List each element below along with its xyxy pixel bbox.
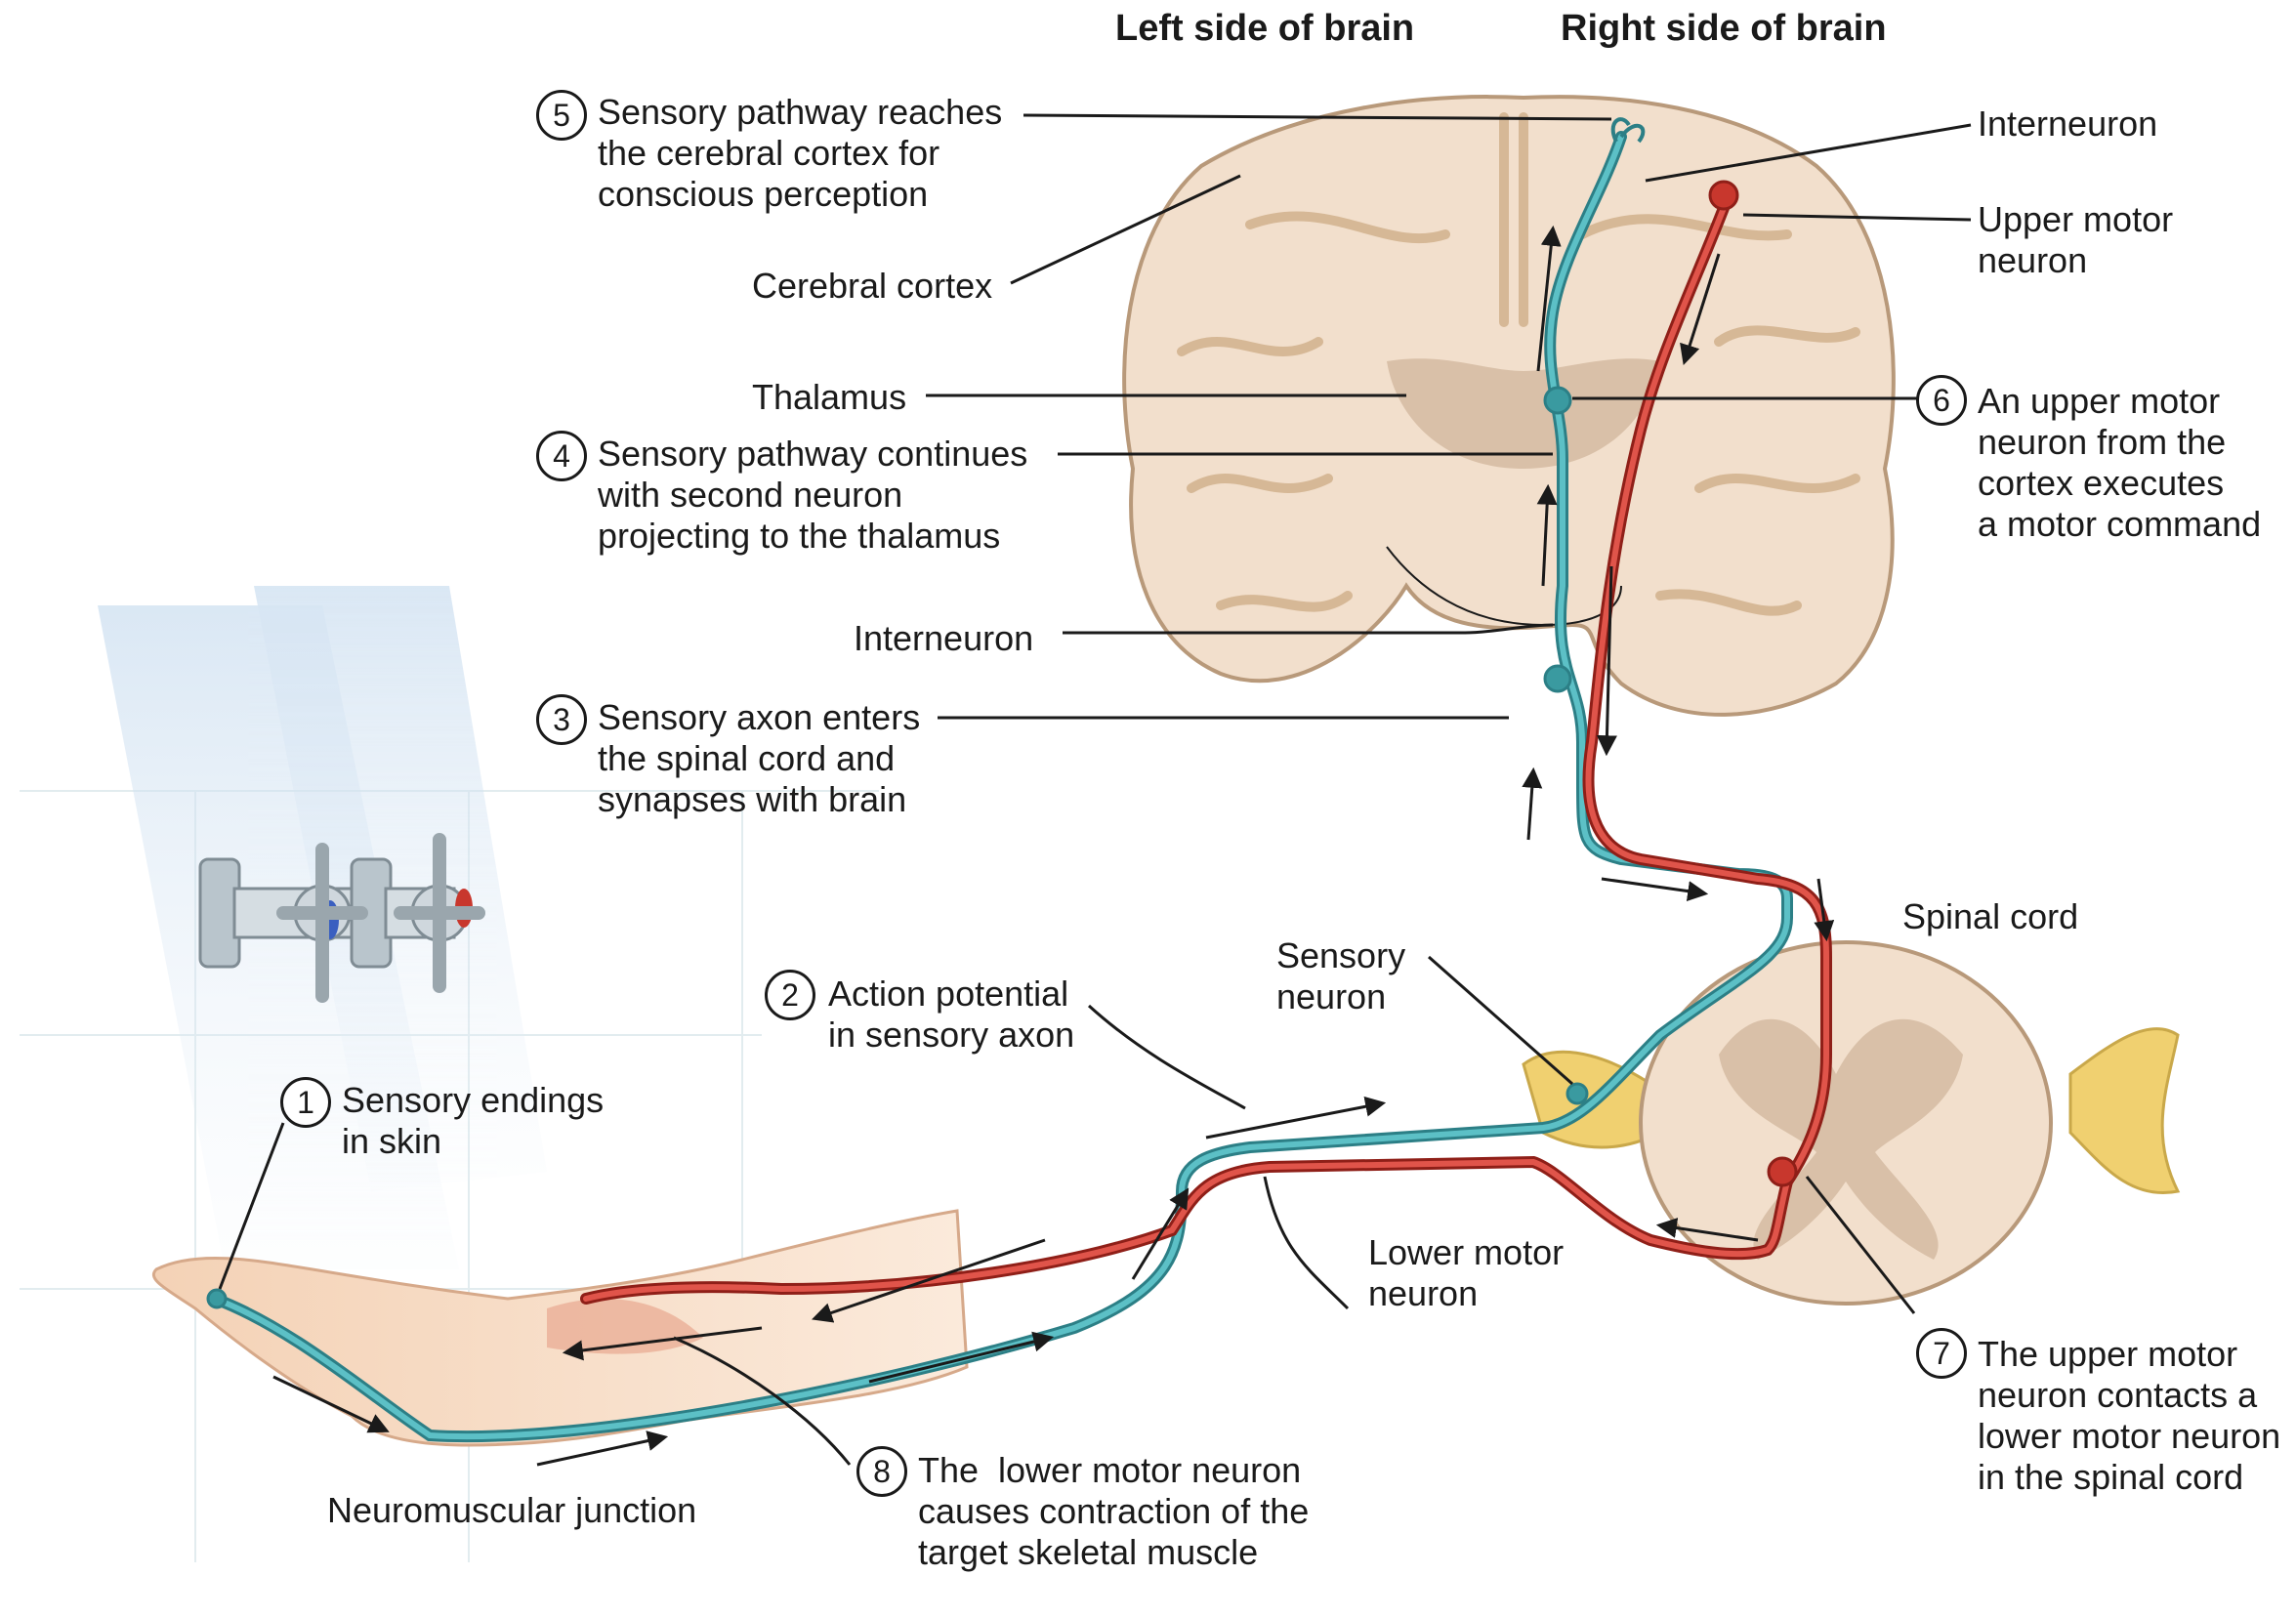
left-brain-heading: Left side of brain: [1115, 8, 1415, 49]
thalamus-label: Thalamus: [752, 377, 907, 417]
direction-arrows: [272, 225, 1835, 1467]
step-2-number: 2: [765, 970, 815, 1020]
step-7-label: The upper motor neuron contacts a lower …: [1978, 1334, 2281, 1497]
neuron-cell-bodies: [206, 117, 1798, 1309]
sensory-pathway: [209, 131, 1793, 1443]
spinal-cord-cross-section: [1522, 940, 2181, 1306]
interneuron-label-cortex: Interneuron: [1978, 104, 2158, 144]
motor-pathway: [580, 189, 1832, 1305]
spinal-cord-label: Spinal cord: [1902, 896, 2079, 936]
neuromuscular-junction-label: Neuromuscular junction: [327, 1490, 697, 1530]
step-8-number: 8: [856, 1446, 907, 1497]
sensory-neuron-body: [1565, 1082, 1589, 1105]
step-3-number: 3: [536, 694, 587, 745]
step-1-number: 1: [280, 1077, 331, 1128]
interneuron-label-brainstem: Interneuron: [854, 618, 1034, 658]
brainstem-neuron-body: [1543, 664, 1572, 693]
upper-motor-neuron-body: [1708, 180, 1739, 211]
step-5-label: Sensory pathway reaches the cerebral cor…: [598, 92, 1003, 214]
step-1-label: Sensory endings in skin: [342, 1080, 605, 1161]
step-3-label: Sensory axon enters the spinal cord and …: [598, 697, 921, 819]
faucet-illustration: [198, 833, 485, 1003]
right-brain-heading: Right side of brain: [1561, 8, 1887, 49]
step-6-label: An upper motor neuron from the cortex ex…: [1978, 381, 2262, 544]
step-2-label: Action potential in sensory axon: [828, 974, 1075, 1055]
step-5-number: 5: [536, 90, 587, 141]
step-4-label: Sensory pathway continues with second ne…: [598, 434, 1028, 556]
lower-motor-neuron-label: Lower motor neuron: [1368, 1232, 1565, 1313]
brain-coronal-section: [1122, 95, 1896, 717]
leader-lines: [218, 113, 1972, 1466]
lower-motor-neuron-body: [1767, 1156, 1798, 1187]
step-8-label: The lower motor neuron causes contractio…: [918, 1450, 1310, 1572]
step-6-number: 6: [1916, 375, 1967, 426]
sensory-ending: [206, 1288, 228, 1309]
sensory-neuron-label: Sensory neuron: [1276, 935, 1406, 1016]
cerebral-cortex-label: Cerebral cortex: [752, 266, 993, 306]
thalamus-neuron-body: [1543, 386, 1572, 415]
upper-motor-neuron-label: Upper motor neuron: [1978, 199, 2174, 280]
step-4-number: 4: [536, 431, 587, 481]
step-7-number: 7: [1916, 1328, 1967, 1379]
